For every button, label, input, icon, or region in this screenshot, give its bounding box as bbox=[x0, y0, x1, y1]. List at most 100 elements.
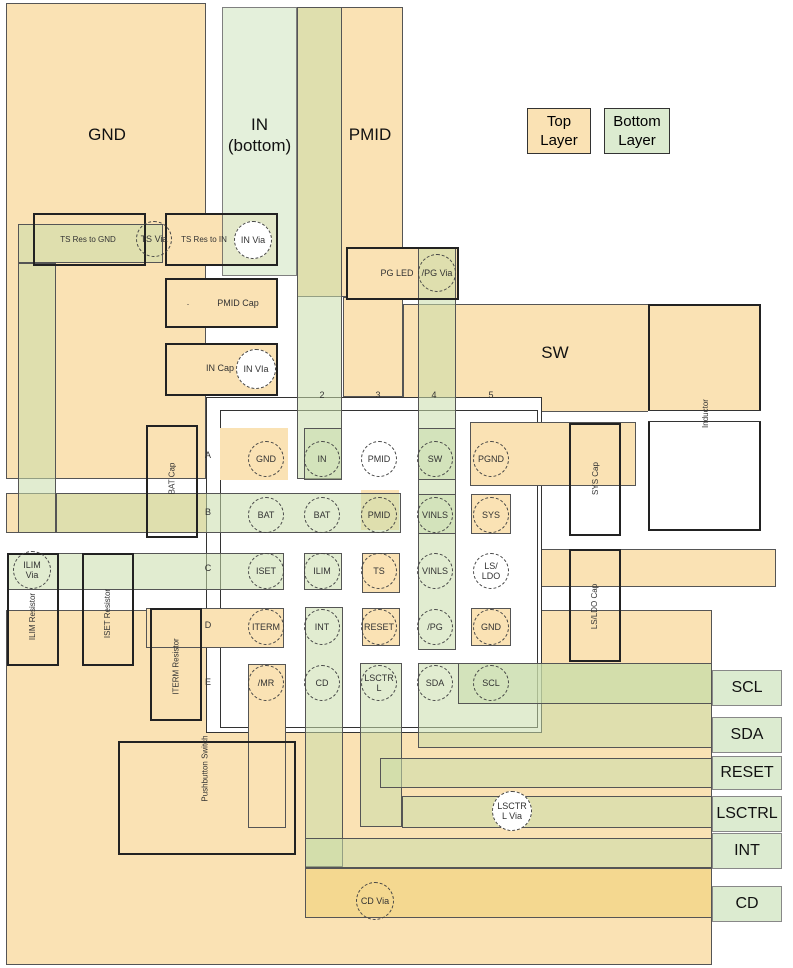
in-label-line1: IN bbox=[251, 115, 268, 134]
ball-d3[interactable]: RESET bbox=[361, 609, 397, 645]
legend-top-line1: Top bbox=[546, 113, 572, 130]
lsldo-cap-label: LS/LDO Cap bbox=[569, 583, 621, 628]
in-cap-outline[interactable] bbox=[165, 343, 278, 396]
pg-via[interactable]: /PG Via bbox=[418, 254, 456, 292]
ball-c3[interactable]: TS bbox=[361, 553, 397, 589]
ilim-res-text: ILIM Resistor bbox=[28, 592, 38, 640]
ball-d5[interactable]: GND bbox=[473, 609, 509, 645]
signal-scl: SCL bbox=[712, 670, 782, 706]
ball-e3-line1: LSCTR bbox=[364, 673, 394, 683]
lsctrl-via[interactable]: LSCTR L Via bbox=[492, 791, 532, 831]
ilim-via[interactable]: ILIM Via bbox=[13, 551, 51, 589]
ts-res-in-label: TS Res to IN bbox=[181, 234, 227, 244]
ball-b3[interactable]: PMID bbox=[361, 497, 397, 533]
ball-b5[interactable]: SYS bbox=[473, 497, 509, 533]
in-via[interactable]: IN Via bbox=[234, 221, 272, 259]
in-label: IN (bottom) bbox=[222, 114, 297, 156]
signal-cd: CD bbox=[712, 886, 782, 922]
ilim-res-label: ILIM Resistor bbox=[7, 592, 59, 639]
ts-res-gnd-label: TS Res to GND bbox=[60, 234, 116, 244]
iterm-res-text: ITERM Resistor bbox=[171, 637, 181, 695]
pmid-stem bbox=[343, 297, 403, 397]
pg-led-outline[interactable] bbox=[346, 247, 459, 300]
ball-b2[interactable]: BAT bbox=[304, 497, 340, 533]
iset-res-label: ISET Resistor bbox=[82, 588, 134, 637]
iterm-res-label: ITERM Resistor bbox=[150, 638, 202, 694]
signal-lsctrl: LSCTRL bbox=[712, 796, 782, 832]
pushbutton-text: Pushbutton Switch bbox=[200, 734, 210, 802]
signal-sda: SDA bbox=[712, 717, 782, 753]
signal-int: INT bbox=[712, 833, 782, 869]
sys-cap-outline[interactable] bbox=[569, 423, 621, 536]
ball-e5[interactable]: SCL bbox=[473, 665, 509, 701]
lsctrl-bottom-run bbox=[402, 796, 712, 828]
column-label-4: 4 bbox=[431, 390, 437, 400]
int-bottom-run bbox=[305, 838, 712, 868]
ball-b1[interactable]: BAT bbox=[248, 497, 284, 533]
ball-d2[interactable]: INT bbox=[304, 609, 340, 645]
ball-d1[interactable]: ITERM bbox=[248, 609, 284, 645]
ball-a3[interactable]: PMID bbox=[361, 441, 397, 477]
sys-cap-text: SYS Cap bbox=[590, 461, 600, 495]
ball-e1[interactable]: /MR bbox=[248, 665, 284, 701]
pushbutton-outline[interactable] bbox=[118, 741, 296, 855]
ball-e3[interactable]: LSCTR L bbox=[361, 665, 397, 701]
legend-top-line2: Layer bbox=[540, 132, 578, 149]
ball-a2[interactable]: IN bbox=[304, 441, 340, 477]
sw-plane bbox=[403, 304, 760, 412]
ball-c5[interactable]: LS/ LDO bbox=[473, 553, 509, 589]
iterm-res-outline[interactable] bbox=[150, 608, 202, 721]
ball-c2[interactable]: ILIM bbox=[304, 553, 340, 589]
ball-e4[interactable]: SDA bbox=[417, 665, 453, 701]
reset-bottom-trace bbox=[380, 758, 712, 788]
lsldo-cap-outline[interactable] bbox=[569, 549, 621, 662]
bat-bottom-trace bbox=[56, 493, 401, 533]
legend-bottom-line1: Bottom bbox=[613, 113, 661, 130]
in-cap-label: IN Cap bbox=[205, 363, 234, 373]
sw-label: SW bbox=[541, 343, 569, 362]
legend-top-layer: Top Layer bbox=[527, 108, 591, 154]
ball-c1[interactable]: ISET bbox=[248, 553, 284, 589]
ball-a4[interactable]: SW bbox=[417, 441, 453, 477]
iset-res-outline[interactable] bbox=[82, 553, 134, 666]
legend-bottom-layer: Bottom Layer bbox=[604, 108, 670, 154]
ts-via[interactable]: TS Via bbox=[136, 221, 172, 257]
pmid-label: PMID bbox=[348, 125, 392, 144]
bat-cap-text: BAT Cap bbox=[167, 462, 177, 494]
ball-b4[interactable]: VINLS bbox=[417, 497, 453, 533]
row-label-e: E bbox=[204, 677, 211, 687]
ball-d4[interactable]: /PG bbox=[417, 609, 453, 645]
in-label-line2: (bottom) bbox=[227, 136, 292, 155]
pg-led-label: PG LED bbox=[380, 268, 414, 278]
in-via-2[interactable]: IN VIa bbox=[236, 349, 276, 389]
gnd-label: GND bbox=[88, 125, 126, 144]
ball-a5[interactable]: PGND bbox=[473, 441, 509, 477]
cd-via[interactable]: CD Via bbox=[356, 882, 394, 920]
lsctrl-via-line2: L Via bbox=[501, 811, 523, 821]
ilim-via-line1: ILIM bbox=[23, 560, 41, 570]
ball-a1[interactable]: GND bbox=[248, 441, 284, 477]
pushbutton-label: Pushbutton Switch bbox=[180, 735, 230, 801]
in-bottom-trace bbox=[297, 7, 342, 479]
lsctrl-via-line1: LSCTR bbox=[497, 801, 527, 811]
inductor-divider bbox=[648, 410, 761, 422]
pmid-cap-dot: . bbox=[186, 297, 190, 307]
inductor-text: Inductor bbox=[700, 398, 710, 428]
sys-cap-label: SYS Cap bbox=[569, 462, 621, 495]
ball-c4[interactable]: VINLS bbox=[417, 553, 453, 589]
pmid-cap-outline[interactable] bbox=[165, 278, 278, 328]
ball-e2[interactable]: CD bbox=[304, 665, 340, 701]
ball-c5-line1: LS/ bbox=[484, 561, 498, 571]
legend-bottom-line2: Layer bbox=[618, 132, 656, 149]
iset-bottom-trace bbox=[8, 553, 284, 590]
column-label-2: 2 bbox=[319, 390, 325, 400]
row-label-c: C bbox=[204, 563, 212, 573]
row-label-b: B bbox=[204, 507, 211, 517]
row-label-a: A bbox=[204, 450, 211, 460]
bat-cap-outline[interactable] bbox=[146, 425, 198, 538]
ilim-via-line2: Via bbox=[25, 570, 39, 580]
lsldo-cap-text: LS/LDO Cap bbox=[590, 583, 600, 629]
ts-bottom-vertical bbox=[18, 263, 56, 533]
ball-e3-line2: L bbox=[376, 683, 382, 693]
column-label-5: 5 bbox=[488, 390, 494, 400]
